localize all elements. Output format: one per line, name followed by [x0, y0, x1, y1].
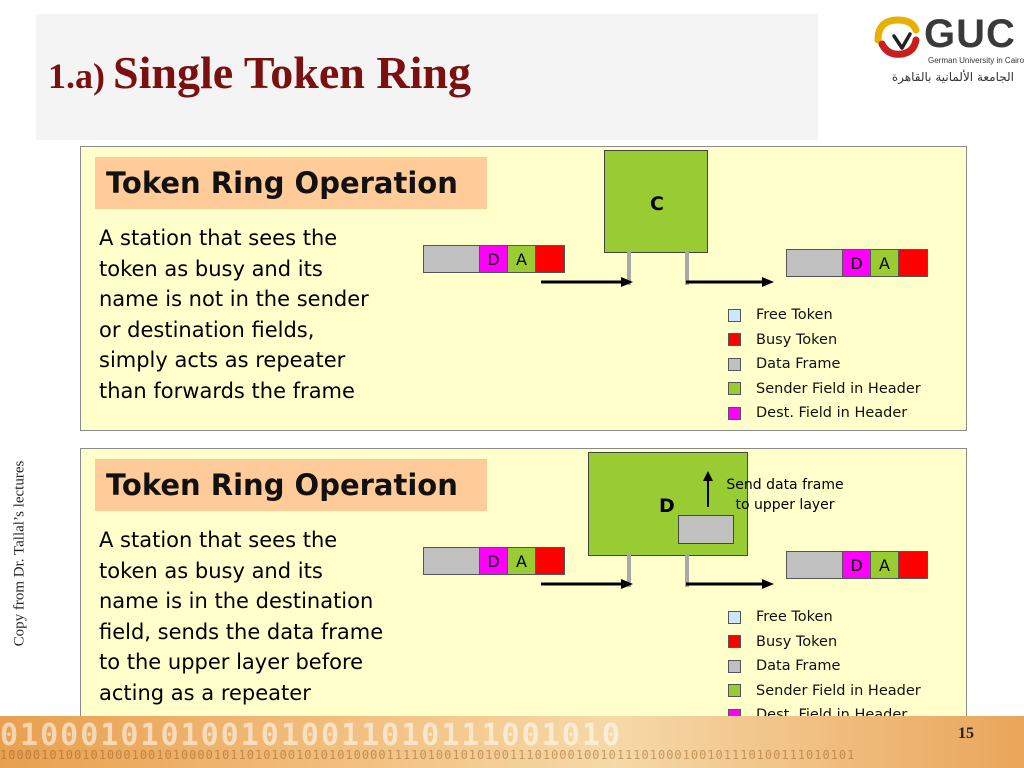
guc-emblem-icon: [874, 16, 920, 58]
frame-sender-field: A: [508, 548, 536, 574]
title-prefix: 1.a): [48, 56, 105, 96]
desc-line: token as busy and its: [99, 558, 323, 583]
binary-decoration: 1000010100101000100101000010110101001010…: [0, 748, 856, 762]
legend-item: Busy Token: [728, 328, 921, 353]
outgoing-frame: D A: [786, 551, 928, 579]
incoming-frame: D A: [423, 547, 565, 575]
legend-item: Busy Token: [728, 630, 921, 655]
sender-field-swatch: [728, 382, 741, 396]
sender-field-swatch: [728, 684, 741, 698]
legend-item: Free Token: [728, 303, 921, 328]
data-frame-swatch: [728, 659, 741, 673]
legend-item: Sender Field in Header: [728, 377, 921, 402]
send-note: Send data frame to upper layer: [717, 475, 853, 515]
free-token-swatch: [728, 308, 741, 322]
frame-busy-token: [899, 552, 927, 578]
panel-destination: Token Ring Operation A station that sees…: [80, 448, 967, 733]
arrow-right-icon: [541, 579, 633, 589]
arrow-right-icon: [686, 277, 774, 287]
frame-dest-field: D: [480, 246, 508, 272]
logo-subtitle: German University in Cairo: [928, 56, 1024, 65]
desc-line: token as busy and its: [99, 256, 323, 281]
footer-band: 0100010101001010011010111001010 10000101…: [0, 716, 1024, 768]
frame-data-segment: [424, 548, 480, 574]
desc-line: to the upper layer before: [99, 650, 364, 675]
station-connector: [627, 251, 631, 285]
desc-line: field, sends the data frame: [99, 619, 384, 644]
panel-heading: Token Ring Operation: [95, 459, 487, 511]
binary-decoration: 0100010101001010011010111001010: [0, 718, 622, 753]
frame-data-segment: [787, 250, 843, 276]
station-connector: [685, 553, 689, 587]
frame-data-segment: [424, 246, 480, 272]
free-token-swatch: [728, 610, 741, 624]
desc-line: simply acts as repeater: [99, 348, 346, 373]
station-box: C: [604, 150, 708, 253]
title-band: [36, 14, 818, 140]
title-main: Single Token Ring: [113, 47, 471, 98]
station-label: C: [650, 193, 664, 215]
frame-dest-field: D: [843, 552, 871, 578]
frame-busy-token: [536, 246, 564, 272]
outgoing-frame: D A: [786, 249, 928, 277]
logo-arabic: الجامعة الألمانية بالقاهرة: [891, 70, 1014, 84]
legend-item: Free Token: [728, 605, 921, 630]
legend-item: Sender Field in Header: [728, 679, 921, 704]
frame-busy-token: [899, 250, 927, 276]
station-label: D: [659, 495, 675, 517]
frame-dest-field: D: [480, 548, 508, 574]
data-frame-swatch: [728, 357, 741, 371]
panel-description: A station that sees the token as busy an…: [99, 223, 419, 407]
station-connector: [627, 553, 631, 587]
desc-line: A station that sees the: [99, 528, 338, 552]
busy-token-swatch: [728, 333, 741, 347]
dest-field-swatch: [728, 406, 741, 420]
frame-busy-token: [536, 548, 564, 574]
busy-token-swatch: [728, 635, 741, 649]
frame-dest-field: D: [843, 250, 871, 276]
desc-line: acting as a repeater: [99, 680, 311, 705]
incoming-frame: D A: [423, 245, 565, 273]
desc-line: name is in the destination: [99, 589, 374, 614]
page-number: 15: [958, 725, 974, 742]
frame-sender-field: A: [871, 552, 899, 578]
legend-item: Data Frame: [728, 654, 921, 679]
panel-heading: Token Ring Operation: [95, 157, 487, 209]
desc-line: or destination fields,: [99, 317, 315, 342]
panel-repeater: Token Ring Operation A station that sees…: [80, 146, 967, 431]
legend: Free Token Busy Token Data Frame Sender …: [728, 605, 921, 728]
legend-item: Dest. Field in Header: [728, 401, 921, 426]
upper-layer-box: [678, 515, 734, 544]
slide-title: 1.a) Single Token Ring: [48, 50, 471, 96]
frame-sender-field: A: [508, 246, 536, 272]
arrow-up-icon: [703, 471, 713, 507]
guc-logo: GUC German University in Cairo الجامعة ا…: [872, 12, 1024, 92]
frame-data-segment: [787, 552, 843, 578]
station-connector: [685, 251, 689, 285]
send-note-line: to upper layer: [735, 497, 835, 513]
legend-item: Data Frame: [728, 352, 921, 377]
desc-line: A station that sees the: [99, 226, 338, 250]
send-note-line: Send data frame: [726, 477, 844, 493]
legend: Free Token Busy Token Data Frame Sender …: [728, 303, 921, 426]
frame-sender-field: A: [871, 250, 899, 276]
panel-description: A station that sees the token as busy an…: [99, 525, 419, 709]
arrow-right-icon: [541, 277, 633, 287]
arrow-right-icon: [686, 579, 774, 589]
side-credit: Copy from Dr. Tallal’s lectures: [11, 460, 28, 647]
desc-line: than forwards the frame: [99, 378, 355, 403]
desc-line: name is not in the sender: [99, 287, 369, 312]
logo-text: GUC: [924, 12, 1016, 56]
